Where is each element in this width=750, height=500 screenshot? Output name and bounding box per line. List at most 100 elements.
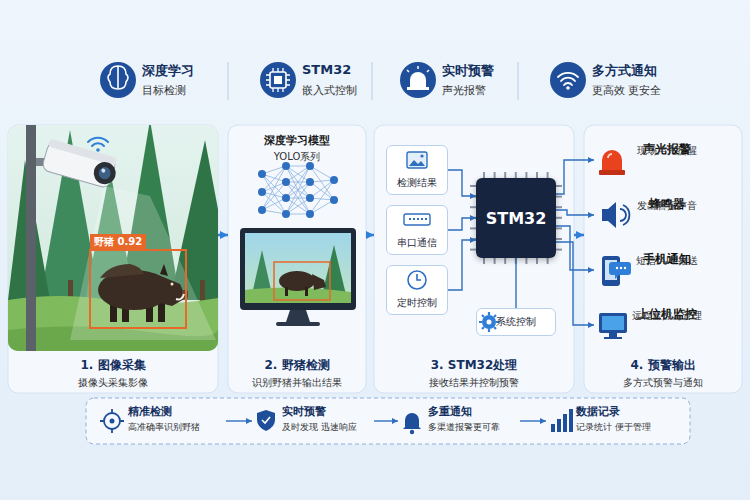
feature-strip-part bbox=[557, 419, 561, 432]
neural-network-icon-part bbox=[310, 200, 334, 214]
chip-pins-part bbox=[556, 217, 562, 219]
input-icons-part bbox=[420, 154, 423, 157]
panel-backgrounds-part bbox=[8, 125, 218, 393]
forest-scene-part-part bbox=[101, 168, 106, 173]
panel-backgrounds-part bbox=[476, 308, 556, 336]
header-icons-part bbox=[550, 62, 586, 98]
panel-backgrounds-part bbox=[386, 265, 448, 315]
forest-scene-part bbox=[96, 148, 100, 152]
neural-network-icon-part bbox=[282, 178, 290, 186]
forest-scene-part-part bbox=[48, 139, 117, 166]
chip-pins-part bbox=[483, 258, 485, 264]
node-text: 短信/APP推送 bbox=[594, 255, 740, 268]
feature-strip-part bbox=[551, 424, 555, 432]
header-icons-part bbox=[260, 62, 296, 98]
node-text: 接收结果并控制预警 bbox=[374, 376, 574, 390]
forest-scene-part-part bbox=[97, 166, 112, 181]
header-icons-part bbox=[407, 66, 429, 72]
node-title: 深度学习模型 bbox=[228, 133, 366, 148]
output-icons-part bbox=[620, 205, 629, 225]
neural-network-icon-part bbox=[306, 194, 314, 202]
chip-pins-part bbox=[556, 227, 562, 229]
output-item: 手机通知短信/APP推送 bbox=[594, 250, 740, 290]
flow-arrow bbox=[374, 420, 398, 421]
flow-arrow bbox=[556, 160, 594, 194]
output-icons-part bbox=[620, 267, 622, 269]
chip-pins-part bbox=[525, 258, 527, 264]
feature-subtitle: 声光报警 bbox=[442, 83, 486, 98]
mcu-chip: STM32 bbox=[476, 178, 556, 258]
stage-panel: 4. 预警输出多方式预警与通知声光报警现场声光提醒蜂鸣器发出警报声音手机通知短信… bbox=[584, 125, 742, 393]
input-icons-part bbox=[487, 320, 492, 325]
node-title: 1. 图像采集 bbox=[8, 357, 218, 374]
feature-strip-part bbox=[569, 409, 573, 432]
forest-scene-part bbox=[70, 186, 216, 340]
neural-network-icon-part bbox=[310, 166, 334, 180]
stage-panel: 深度学习模型YOLO系列2. 野猪检测识别野猪并输出结果 bbox=[228, 125, 366, 393]
forest-scene-part bbox=[160, 264, 168, 276]
node-text: 摄像头采集影像 bbox=[8, 376, 218, 390]
output-item: 声光报警现场声光提醒 bbox=[594, 140, 740, 180]
chip-pins-part bbox=[547, 258, 549, 264]
monitor-illustration-part bbox=[305, 287, 308, 296]
header-icons-part bbox=[407, 87, 429, 90]
flow-arrow bbox=[556, 226, 594, 270]
feature-title: 多方式通知 bbox=[592, 62, 657, 80]
input-icons-part bbox=[409, 160, 425, 166]
neural-network-icon-part bbox=[330, 196, 338, 204]
neural-network-icon-part bbox=[262, 174, 286, 214]
header-icons-part bbox=[270, 72, 286, 88]
forest-scene-part-part bbox=[91, 160, 118, 187]
input-box: 串口通信 bbox=[386, 205, 448, 255]
forest-scene-part bbox=[88, 138, 108, 146]
node-title: 数据记录 bbox=[576, 404, 678, 419]
forest-scene-part bbox=[90, 250, 186, 328]
node-text: YOLO系列 bbox=[228, 150, 366, 164]
node-title: 4. 预警输出 bbox=[584, 357, 742, 374]
monitor-illustration bbox=[240, 228, 356, 326]
node-text: 远程监控与管理 bbox=[594, 310, 740, 323]
feature-title: 实时预警 bbox=[442, 62, 494, 80]
feature-item: 多重通知多渠道报警更可靠 bbox=[398, 402, 520, 440]
node-text: 记录统计 便于管理 bbox=[576, 422, 678, 434]
neural-network-icon-part bbox=[282, 194, 290, 202]
feature-item: 实时预警及时发现 迅速响应 bbox=[252, 402, 374, 440]
input-icons-part bbox=[409, 218, 427, 220]
flow-arrow bbox=[366, 234, 374, 237]
feature-subtitle: 更高效 更安全 bbox=[592, 83, 662, 98]
node-title: 系统控制 bbox=[477, 315, 555, 329]
feature-item: 精准检测高准确率识别野猪 bbox=[98, 402, 226, 440]
input-icons-part bbox=[404, 214, 430, 225]
input-icons-part bbox=[482, 315, 496, 329]
node-text: 及时发现 迅速响应 bbox=[282, 422, 372, 434]
flow-arrow bbox=[556, 210, 594, 215]
neural-network-icon-part bbox=[282, 210, 290, 218]
forest-scene-part bbox=[26, 125, 36, 351]
node-text: 多方式预警与通知 bbox=[584, 376, 742, 390]
feature-strip-part bbox=[563, 414, 567, 432]
neural-network-icon-part bbox=[306, 178, 314, 186]
neural-network-icon-part bbox=[262, 198, 286, 210]
output-icons-part bbox=[608, 154, 612, 158]
chip-pins-part bbox=[504, 258, 506, 264]
chip-pins-part bbox=[556, 196, 562, 198]
feature-title: 深度学习 bbox=[142, 62, 194, 80]
panel-backgrounds-part bbox=[228, 125, 366, 393]
node-title: 定时控制 bbox=[387, 296, 447, 310]
monitor-illustration-part bbox=[285, 287, 288, 296]
detection-tag: 野猪 0.92 bbox=[90, 234, 146, 250]
feature-strip-part bbox=[86, 398, 690, 444]
forest-scene-part bbox=[100, 264, 144, 278]
chip-pins-part bbox=[536, 258, 538, 264]
chip-pins-part bbox=[556, 185, 562, 187]
node-title: 串口通信 bbox=[387, 236, 447, 250]
chip-pins-part bbox=[556, 206, 562, 208]
chip-pins-part bbox=[494, 258, 496, 264]
chip-pins-part bbox=[556, 238, 562, 240]
output-icons-part bbox=[604, 337, 622, 339]
flow-arrow bbox=[448, 240, 476, 290]
feature-strip-part bbox=[403, 413, 421, 429]
feature-strip-part bbox=[100, 409, 124, 433]
output-icons bbox=[599, 150, 631, 339]
